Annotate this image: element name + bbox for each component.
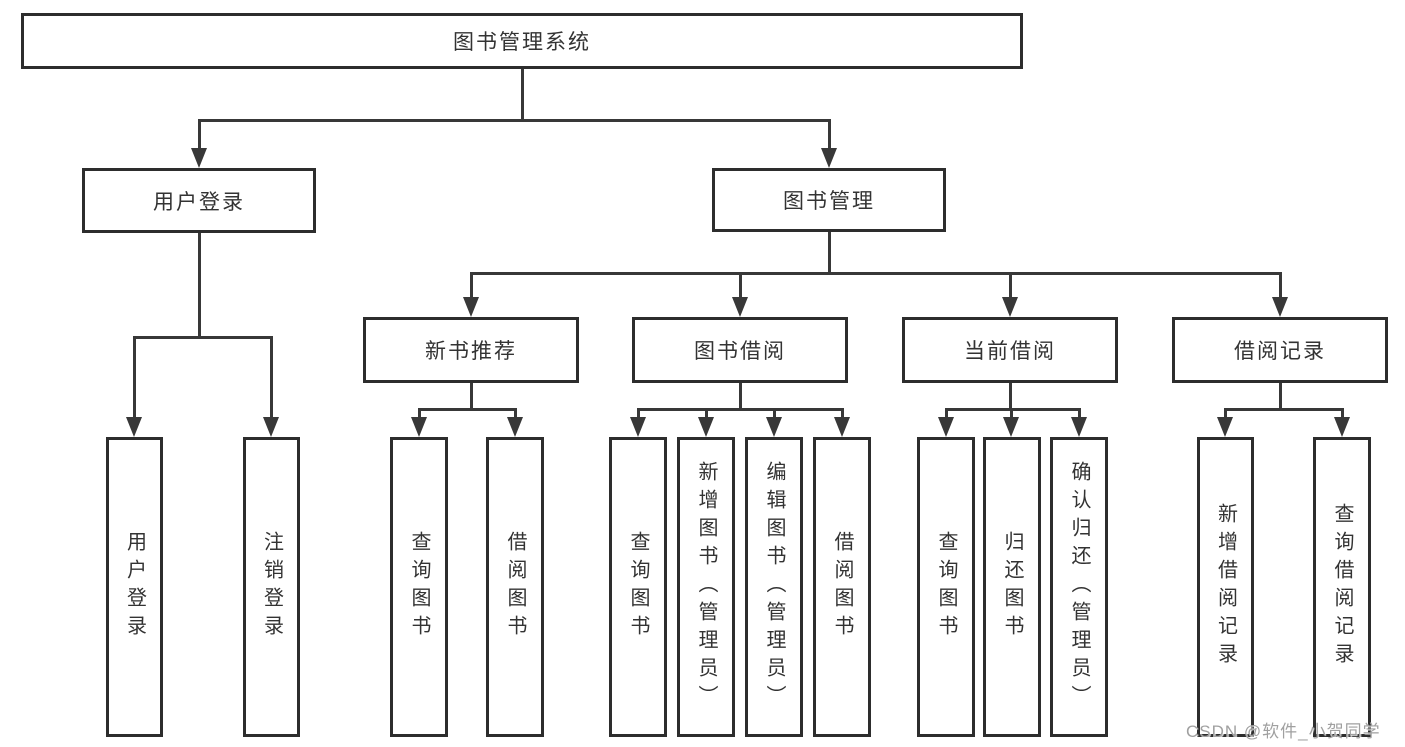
leaf-add-borrow-record-label: 新增借阅记录 [1214, 503, 1237, 671]
arrow-down-icon [1003, 417, 1019, 437]
leaf-query-books-recommend: 查询图书 [390, 437, 448, 737]
leaf-borrow-books-borrowing-label: 借阅图书 [831, 531, 853, 643]
connector-leaf-drop [945, 408, 948, 421]
leaf-query-borrow-record-label: 查询借阅记录 [1331, 503, 1353, 671]
arrow-down-icon [1217, 417, 1233, 437]
arrow-down-icon [411, 417, 427, 437]
connector-leaf-drop [705, 408, 708, 421]
node-book-borrowing-label: 图书借阅 [694, 340, 786, 363]
leaf-edit-books-admin: 编辑图书（管理员） [745, 437, 803, 737]
node-borrowing-records-label: 借阅记录 [1234, 340, 1326, 363]
leaf-query-books-borrowing-label: 查询图书 [627, 531, 649, 643]
connector-leaf-drop [1224, 408, 1227, 421]
connector-user-login-drop [198, 119, 201, 152]
arrow-down-icon [126, 417, 142, 437]
connector-book-management-drop [828, 119, 831, 152]
arrow-down-icon [834, 417, 850, 437]
connector-recommend-bar [418, 408, 517, 411]
connector-leaf-drop [133, 336, 136, 420]
leaf-query-books-current-label: 查询图书 [935, 531, 957, 643]
leaf-add-borrow-record: 新增借阅记录 [1197, 437, 1254, 737]
connector-leaf-drop [1078, 408, 1081, 421]
connector-leaf-drop [1341, 408, 1344, 421]
connector-book-management-stem [828, 232, 831, 275]
connector-borrowing-bar [637, 408, 844, 411]
connector-recommend-stem [470, 383, 473, 411]
connector-leaf-drop [270, 336, 273, 420]
connector-user-login-bar [133, 336, 273, 339]
arrow-down-icon [1002, 297, 1018, 317]
arrow-down-icon [463, 297, 479, 317]
leaf-query-books-current: 查询图书 [917, 437, 975, 737]
leaf-confirm-return-admin-label: 确认归还（管理员） [1068, 461, 1090, 713]
leaf-return-books: 归还图书 [983, 437, 1041, 737]
node-book-borrowing: 图书借阅 [632, 317, 848, 383]
connector-level3-drop [739, 272, 742, 300]
leaf-query-books-borrowing: 查询图书 [609, 437, 667, 737]
arrow-down-icon [1071, 417, 1087, 437]
node-user-login: 用户登录 [82, 168, 316, 233]
arrow-down-icon [698, 417, 714, 437]
connector-level2-bar [198, 119, 831, 122]
leaf-add-books-admin: 新增图书（管理员） [677, 437, 735, 737]
leaf-query-borrow-record: 查询借阅记录 [1313, 437, 1371, 737]
arrow-down-icon [938, 417, 954, 437]
connector-level3-drop [470, 272, 473, 300]
watermark: CSDN @软件_小贺同学 [1186, 722, 1381, 741]
node-current-borrowing: 当前借阅 [902, 317, 1118, 383]
connector-current-bar [945, 408, 1081, 411]
leaf-return-books-label: 归还图书 [1001, 531, 1023, 643]
leaf-query-books-recommend-label: 查询图书 [408, 531, 430, 643]
arrow-down-icon [821, 148, 837, 168]
connector-current-stem [1009, 383, 1012, 411]
connector-records-stem [1279, 383, 1282, 411]
connector-leaf-drop [1010, 408, 1013, 421]
leaf-user-login: 用户登录 [106, 437, 163, 737]
connector-user-login-stem [198, 232, 201, 339]
leaf-confirm-return-admin: 确认归还（管理员） [1050, 437, 1108, 737]
arrow-down-icon [1334, 417, 1350, 437]
leaf-logout: 注销登录 [243, 437, 300, 737]
node-root: 图书管理系统 [21, 13, 1023, 69]
node-current-borrowing-label: 当前借阅 [964, 340, 1056, 363]
arrow-down-icon [191, 148, 207, 168]
connector-borrowing-stem [739, 383, 742, 411]
node-book-management-label: 图书管理 [783, 190, 875, 213]
leaf-add-books-admin-label: 新增图书（管理员） [695, 461, 717, 713]
connector-leaf-drop [773, 408, 776, 421]
leaf-borrow-books-borrowing: 借阅图书 [813, 437, 871, 737]
node-book-management: 图书管理 [712, 168, 946, 232]
connector-leaf-drop [418, 408, 421, 421]
arrow-down-icon [732, 297, 748, 317]
leaf-edit-books-admin-label: 编辑图书（管理员） [763, 461, 785, 713]
node-borrowing-records: 借阅记录 [1172, 317, 1388, 383]
connector-level3-drop [1279, 272, 1282, 300]
leaf-borrow-books-recommend: 借阅图书 [486, 437, 544, 737]
node-new-book-recommend: 新书推荐 [363, 317, 579, 383]
connector-leaf-drop [514, 408, 517, 421]
arrow-down-icon [630, 417, 646, 437]
connector-level3-drop [1009, 272, 1012, 300]
connector-leaf-drop [637, 408, 640, 421]
arrow-down-icon [1272, 297, 1288, 317]
leaf-logout-label: 注销登录 [260, 531, 283, 643]
connector-records-bar [1224, 408, 1343, 411]
arrow-down-icon [263, 417, 279, 437]
connector-level3-bar [470, 272, 1282, 275]
connector-leaf-drop [841, 408, 844, 421]
node-new-book-recommend-label: 新书推荐 [425, 340, 517, 363]
connector-root-stem [521, 69, 524, 119]
arrow-down-icon [507, 417, 523, 437]
node-user-login-label: 用户登录 [153, 190, 245, 214]
arrow-down-icon [766, 417, 782, 437]
node-root-label: 图书管理系统 [453, 31, 591, 54]
leaf-user-login-label: 用户登录 [123, 531, 146, 643]
leaf-borrow-books-recommend-label: 借阅图书 [504, 531, 526, 643]
